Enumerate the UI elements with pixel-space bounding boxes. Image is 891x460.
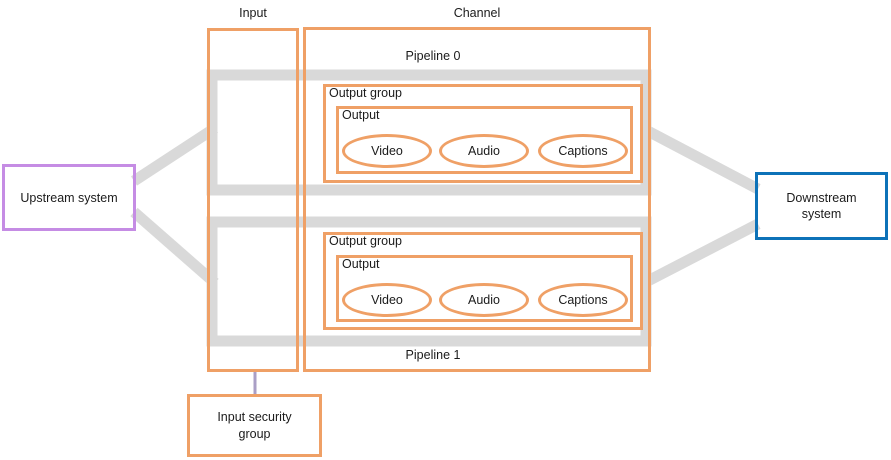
downstream-system-label: Downstream system [786,190,857,221]
audio-stream-ellipse-pipeline-1: Audio [439,283,529,317]
channel-title: Channel [453,6,501,20]
input-security-group-label: Input security group [217,410,292,441]
captions-stream-ellipse-pipeline-0: Captions [538,134,628,168]
video-stream-ellipse-pipeline-0: Video [342,134,432,168]
pipeline-1-label: Pipeline 1 [405,348,461,362]
pipeline-0-label: Pipeline 0 [405,49,461,63]
output-group-box-pipeline-1 [323,232,643,330]
output-label-pipeline-0: Output [342,108,380,122]
captions-stream-label: Captions [558,144,608,158]
video-stream-label: Video [371,293,403,307]
output-group-box-pipeline-0 [323,84,643,183]
video-stream-label: Video [371,144,403,158]
flow-upstream-to-input-1 [130,207,219,288]
downstream-system-box: Downstream system [755,172,888,240]
audio-stream-ellipse-pipeline-0: Audio [439,134,529,168]
output-box-pipeline-0 [336,106,633,174]
input-box [207,28,299,372]
captions-stream-ellipse-pipeline-1: Captions [538,283,628,317]
flow-channel-to-downstream-0 [641,124,761,194]
video-stream-ellipse-pipeline-1: Video [342,283,432,317]
flow-channel-to-downstream-1 [641,219,761,288]
output-box-pipeline-1 [336,255,633,322]
output-group-label-pipeline-1: Output group [329,234,402,248]
input-title: Input [239,6,267,20]
input-security-group-box: Input security group [187,394,322,457]
upstream-system-label: Upstream system [20,190,118,205]
output-label-pipeline-1: Output [342,257,380,271]
upstream-system-box: Upstream system [2,164,136,231]
captions-stream-label: Captions [558,293,608,307]
audio-stream-label: Audio [468,144,500,158]
channel-box [303,27,651,372]
audio-stream-label: Audio [468,293,500,307]
flow-upstream-to-input-0 [130,123,219,186]
output-group-label-pipeline-0: Output group [329,86,402,100]
